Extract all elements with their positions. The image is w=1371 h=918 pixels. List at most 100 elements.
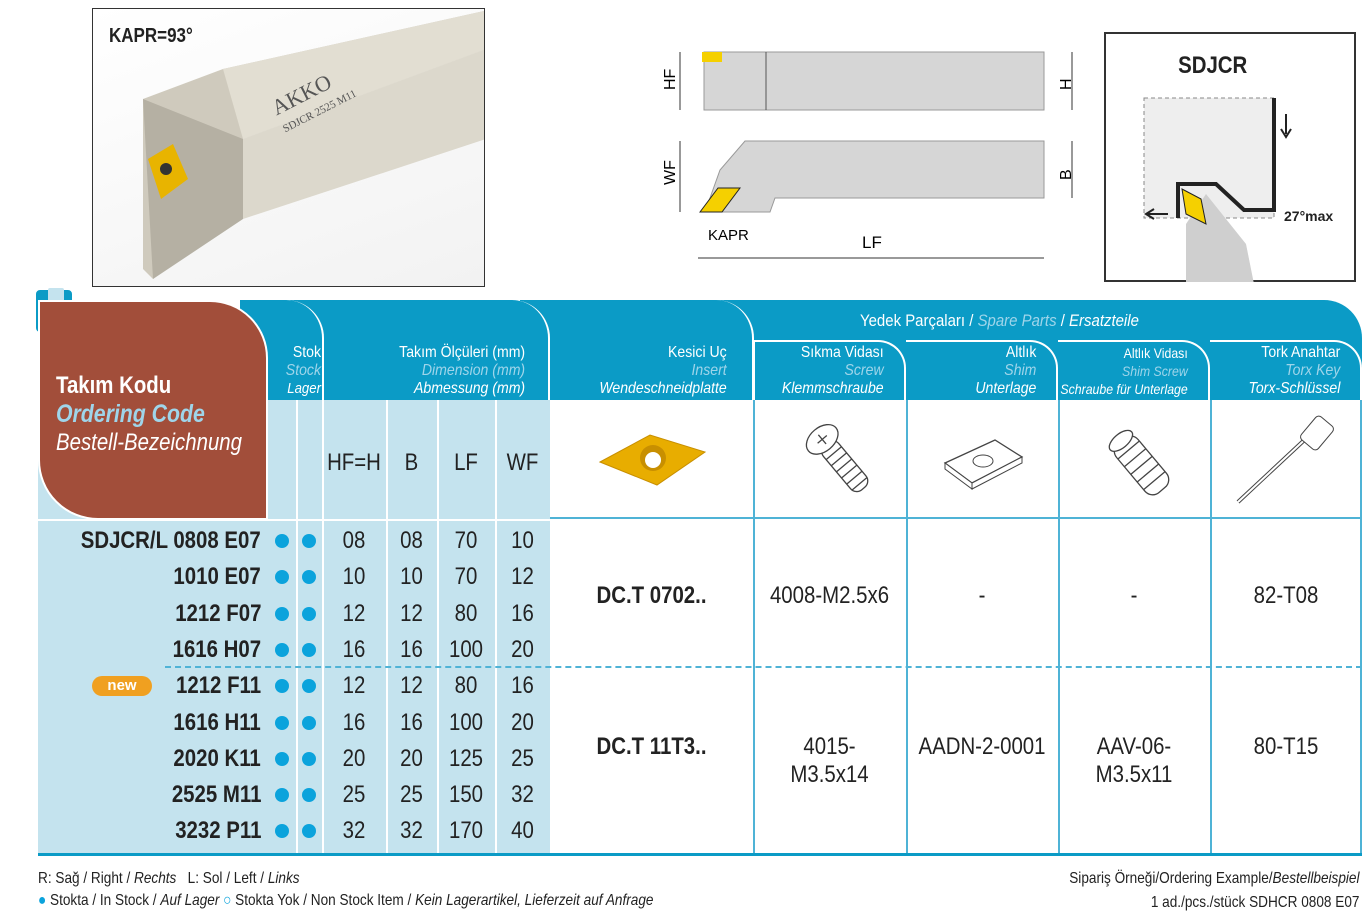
shim-value: - (978, 582, 986, 609)
dim-b: 12 (400, 599, 423, 627)
row-divider (550, 517, 1362, 519)
application-diagram: SDJCR 27°max (1104, 32, 1356, 282)
shim-value: AADN-2-0001 (918, 733, 1046, 760)
dim-wf: 12 (511, 563, 534, 591)
footer-legend-direction: R: Sağ / Right / Rechts L: Sol / Left / … (38, 870, 300, 887)
dim-hf: 08 (342, 527, 366, 554)
dim-b: 20 (400, 744, 423, 772)
column-divider (906, 400, 908, 855)
subheader-screw (753, 340, 906, 400)
dim-hf: 12 (342, 672, 366, 700)
ordering-code-header: Takım Kodu Ordering Code Bestell-Bezeich… (38, 300, 268, 520)
svg-text:KAPR: KAPR (708, 227, 749, 244)
dim-b: 25 (400, 781, 423, 809)
dim-lf: 70 (454, 527, 478, 554)
dim-hf: 32 (342, 817, 366, 845)
screw-value: 4008-M2.5x6 (769, 582, 890, 609)
dim-col-header: B (404, 449, 419, 476)
dim-b: 12 (400, 672, 423, 700)
dim-hf: 16 (342, 708, 366, 736)
ordering-code[interactable]: 1010 E07 (173, 563, 261, 591)
dim-lf: 125 (448, 744, 484, 772)
lager-dot-icon (302, 788, 316, 803)
ordering-code[interactable]: 1212 F11 (175, 672, 261, 700)
corner-tab-mark (48, 288, 64, 302)
svg-text:LF: LF (862, 233, 882, 252)
dim-b: 08 (400, 527, 423, 554)
code-header-de: Bestell-Bezeichnung (56, 429, 242, 456)
dim-col-header: LF (454, 449, 478, 476)
svg-text:B: B (1058, 169, 1075, 180)
dim-wf: 20 (511, 635, 534, 663)
dim-wf: 10 (511, 527, 534, 554)
tool-holder-image (143, 11, 484, 279)
insert-image (598, 434, 707, 486)
lager-dot-icon (302, 824, 316, 839)
lager-dot-icon (302, 642, 316, 657)
dim-wf: 16 (511, 672, 534, 700)
screw-icon (805, 423, 869, 493)
dim-b: 32 (400, 817, 423, 845)
column-divider (386, 400, 388, 855)
svg-text:HF: HF (662, 68, 679, 90)
insert-value[interactable]: DC.T 11T3.. (596, 733, 707, 760)
in-stock-dot-icon: ● (38, 892, 47, 909)
ordering-code[interactable]: 1616 H07 (172, 635, 261, 663)
subheader-shim_screw (1058, 340, 1210, 400)
ordering-code[interactable]: 3232 P11 (174, 817, 261, 845)
dim-col-header: HF=H (327, 449, 381, 476)
dimension-diagram: HF H WF B KAPR LF (662, 51, 1075, 259)
lager-dot-icon (302, 751, 316, 766)
torx-value: 82-T08 (1253, 582, 1319, 609)
stock-dot-icon (275, 824, 289, 839)
dims-header (290, 300, 550, 400)
ordering-code[interactable]: 2525 M11 (171, 781, 261, 809)
footer-legend-stock: ● Stokta / In Stock / Auf Lager ○ Stokta… (38, 892, 654, 909)
dim-hf: 25 (342, 781, 366, 809)
ordering-code[interactable]: 2020 K11 (173, 744, 261, 772)
insert-header (520, 300, 754, 400)
shim_screw-value: - (1130, 582, 1138, 609)
column-divider (322, 400, 324, 855)
no-stock-circle-icon: ○ (223, 892, 232, 909)
application-title: SDJCR (1178, 52, 1248, 79)
table-bottom-border (38, 853, 1362, 856)
dim-lf: 100 (448, 708, 484, 736)
dim-lf: 80 (454, 599, 478, 627)
dim-hf: 16 (342, 635, 366, 663)
ordering-code[interactable]: SDJCR/L 0808 E07 (81, 527, 261, 554)
dim-lf: 150 (448, 781, 484, 809)
shim_screw-value: AAV-06-M3.5x11 (1095, 733, 1173, 788)
stock-dot-icon (275, 715, 289, 730)
insert-value[interactable]: DC.T 0702.. (596, 582, 707, 609)
lager-dot-icon (302, 570, 316, 585)
torx-key-icon (1236, 415, 1334, 504)
row-divider (38, 519, 550, 521)
shim-icon (943, 439, 1024, 490)
dim-hf: 20 (342, 744, 366, 772)
ordering-code[interactable]: 1212 F07 (174, 599, 261, 627)
shim-screw-icon (1108, 429, 1170, 496)
ordering-example: 1 ad./pcs./stück SDHCR 0808 E07 (1150, 894, 1359, 911)
dim-col-header: WF (506, 449, 539, 476)
subheader-torx (1210, 340, 1362, 400)
code-header-en: Ordering Code (56, 400, 205, 428)
stock-dot-icon (275, 679, 289, 694)
column-divider (753, 400, 755, 855)
lager-dot-icon (302, 715, 316, 730)
lager-dot-icon (302, 534, 316, 548)
column-divider (1360, 400, 1362, 855)
ordering-example-label: Sipariş Örneği/Ordering Example/Bestellb… (1068, 870, 1359, 887)
svg-text:H: H (1058, 78, 1075, 90)
dims-header-text: Takım Ölçüleri (mm)Dimension (mm)Abmessu… (399, 344, 525, 397)
subheader-shim (906, 340, 1058, 400)
dim-lf: 70 (454, 563, 478, 591)
ordering-code[interactable]: 1616 H11 (173, 708, 261, 736)
dim-b: 16 (400, 635, 423, 663)
stock-dot-icon (275, 788, 289, 803)
